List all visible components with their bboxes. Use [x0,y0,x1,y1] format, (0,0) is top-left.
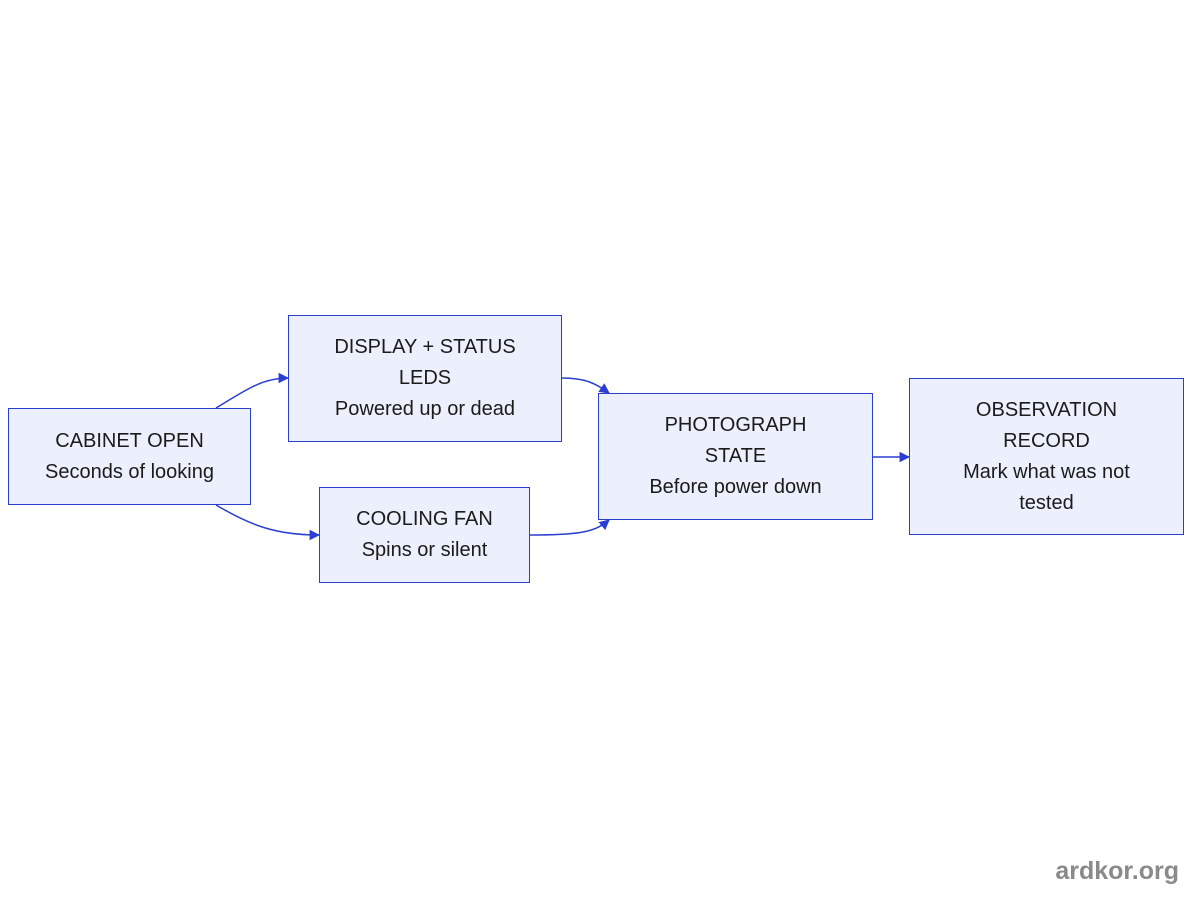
edge-cabinet-to-fan [215,504,321,541]
edge-cabinet-to-display [215,372,290,409]
node-subtitle: Seconds of looking [44,460,214,483]
node-cabinet-open: CABINET OPEN Seconds of looking [8,408,251,505]
node-observation-record: OBSERVATION RECORD Mark what was not tes… [909,378,1184,535]
node-subtitle: Before power down [649,476,822,498]
edge-fan-to-photo [529,519,610,536]
node-title-cont: RECORD [1003,429,1090,452]
node-display-status-leds: DISPLAY + STATUS LEDS Powered up or dead [288,315,562,442]
node-subtitle: Spins or silent [361,539,488,561]
node-title: CABINET OPEN [55,429,204,452]
node-title: COOLING FAN [356,508,493,530]
node-title-cont: STATE [704,445,767,467]
node-photograph-state: PHOTOGRAPH STATE Before power down [598,393,873,520]
watermark: ardkor.org [1055,857,1179,885]
node-subtitle: Powered up or dead [334,398,516,420]
node-title: PHOTOGRAPH [664,414,807,436]
node-title: DISPLAY + STATUS [334,336,516,358]
node-title: OBSERVATION [975,398,1118,421]
node-subtitle-cont: tested [1019,491,1074,514]
edge-display-to-photo [561,377,610,394]
node-cooling-fan: COOLING FAN Spins or silent [319,487,530,583]
node-title-cont: LEDS [398,367,452,389]
node-subtitle: Mark what was not [963,460,1130,483]
